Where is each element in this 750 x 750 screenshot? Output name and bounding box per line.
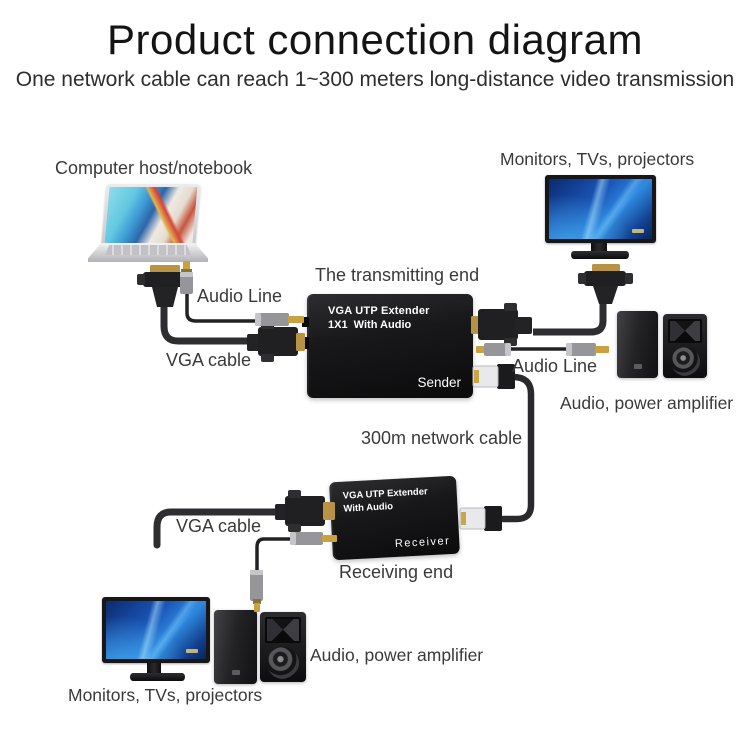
label-monitors-top: Monitors, TVs, projectors (500, 149, 695, 169)
laptop-screen (101, 184, 201, 246)
label-transmitting-end: The transmitting end (315, 265, 480, 285)
speaker-front-top (663, 314, 707, 378)
laptop-keys (105, 245, 191, 255)
audio-plug-sender-left (255, 313, 304, 326)
speaker-back-top (617, 311, 658, 378)
audio-plug-speakers-top (566, 343, 609, 356)
receiver-audio-cable (255, 537, 292, 572)
audio-plug-laptop (180, 261, 193, 294)
audio-plug-speakers-bottom (250, 570, 263, 612)
rj45-plug-sender (472, 364, 515, 389)
monitor-bottom-bezel (102, 597, 210, 663)
speaker-logo (633, 364, 642, 369)
monitor-bottom-neck (147, 663, 161, 673)
laptop-keyboard (88, 243, 208, 262)
label-audio-line-left: Audio Line (197, 286, 283, 306)
sender-box: VGA UTP Extender 1X1 With Audio Sender (307, 294, 473, 398)
label-monitors-bottom: Monitors, TVs, projectors (68, 685, 263, 705)
speaker-tweeter-horn (265, 617, 301, 643)
vga-plug-sender-right (471, 303, 532, 346)
label-vga-cable-bottom: VGA cable (176, 516, 262, 536)
label-audio-line-right: Audio Line (512, 356, 598, 376)
label-computer-host: Computer host/notebook (55, 158, 253, 178)
label-amplifier-right: Audio, power amplifier (560, 393, 734, 413)
label-receiving-end: Receiving end (339, 562, 454, 582)
monitor-top-stand (571, 251, 629, 259)
vga-plug-receiver-left (275, 490, 335, 532)
sender-box-line1: VGA UTP Extender (328, 305, 430, 317)
label-vga-cable-left: VGA cable (166, 350, 252, 370)
monitor-vga-cable (533, 300, 607, 336)
monitor-bottom-screen (106, 601, 206, 659)
laptop-wallpaper (104, 187, 198, 243)
vga-plug-laptop (137, 265, 193, 307)
audio-plug-sender-audio-out (476, 343, 511, 356)
sender-box-badge: Sender (417, 375, 461, 390)
receiver-box: VGA UTP Extender With Audio Receiver (329, 475, 460, 561)
speaker-logo (231, 670, 240, 675)
speaker-woofer (267, 647, 299, 679)
speaker-tweeter-horn (668, 319, 702, 343)
speaker-front-bottom (260, 612, 306, 682)
audio-plug-receiver-left (290, 532, 337, 545)
page-subtitle: One network cable can reach 1~300 meters… (15, 68, 735, 91)
monitor-top-neck (591, 243, 607, 251)
label-network-cable: 300m network cable (361, 428, 523, 448)
speaker-woofer (670, 347, 700, 376)
rj45-plug-receiver (459, 506, 502, 531)
speaker-back-bottom (214, 610, 257, 684)
receiver-box-badge: Receiver (394, 535, 451, 551)
label-amplifier-bottom: Audio, power amplifier (310, 645, 484, 665)
vga-plug-sender-left (247, 321, 305, 362)
monitor-top-bezel (545, 175, 656, 243)
monitor-bottom-stand (130, 673, 185, 681)
vga-plug-monitor (578, 264, 633, 304)
laptop (88, 184, 208, 264)
page-title: Product connection diagram (107, 16, 643, 63)
monitor-top-screen (549, 179, 652, 239)
sender-box-line2: 1X1 With Audio (328, 319, 412, 331)
